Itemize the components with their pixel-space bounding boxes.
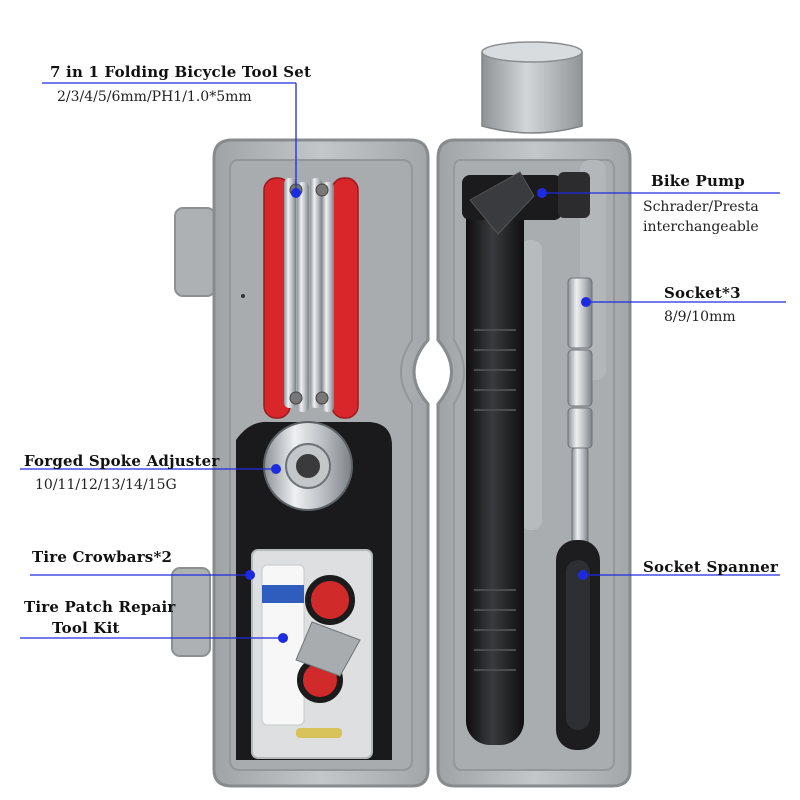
folding-tool-title: 7 in 1 Folding Bicycle Tool Set <box>50 63 312 81</box>
crowbars-title: Tire Crowbars*2 <box>32 548 173 566</box>
patch-kit <box>251 549 373 759</box>
folding-tool-detail: 2/3/4/5/6mm/PH1/1.0*5mm <box>57 89 252 105</box>
pump-detail-line1: Schrader/Presta <box>643 199 759 215</box>
spanner-title: Socket Spanner <box>643 558 779 576</box>
patch-kit-title-line1: Tire Patch Repair <box>24 598 176 616</box>
socket-spanner <box>556 540 600 750</box>
pump-title: Bike Pump <box>651 172 745 190</box>
callout-dots <box>245 188 591 643</box>
socket-set <box>567 277 593 549</box>
spoke-adjuster-detail: 10/11/12/13/14/15G <box>35 477 177 493</box>
folding-tool <box>263 177 359 419</box>
pump-detail-line2: interchangeable <box>643 219 759 235</box>
spoke-adjuster <box>263 421 353 511</box>
bike-pump <box>462 41 590 745</box>
spoke-adjuster-title: Forged Spoke Adjuster <box>24 452 220 470</box>
socket-title: Socket*3 <box>664 284 741 302</box>
callout-lines <box>20 82 786 639</box>
patch-kit-title-line2: Tool Kit <box>52 619 120 637</box>
socket-detail: 8/9/10mm <box>664 309 736 325</box>
